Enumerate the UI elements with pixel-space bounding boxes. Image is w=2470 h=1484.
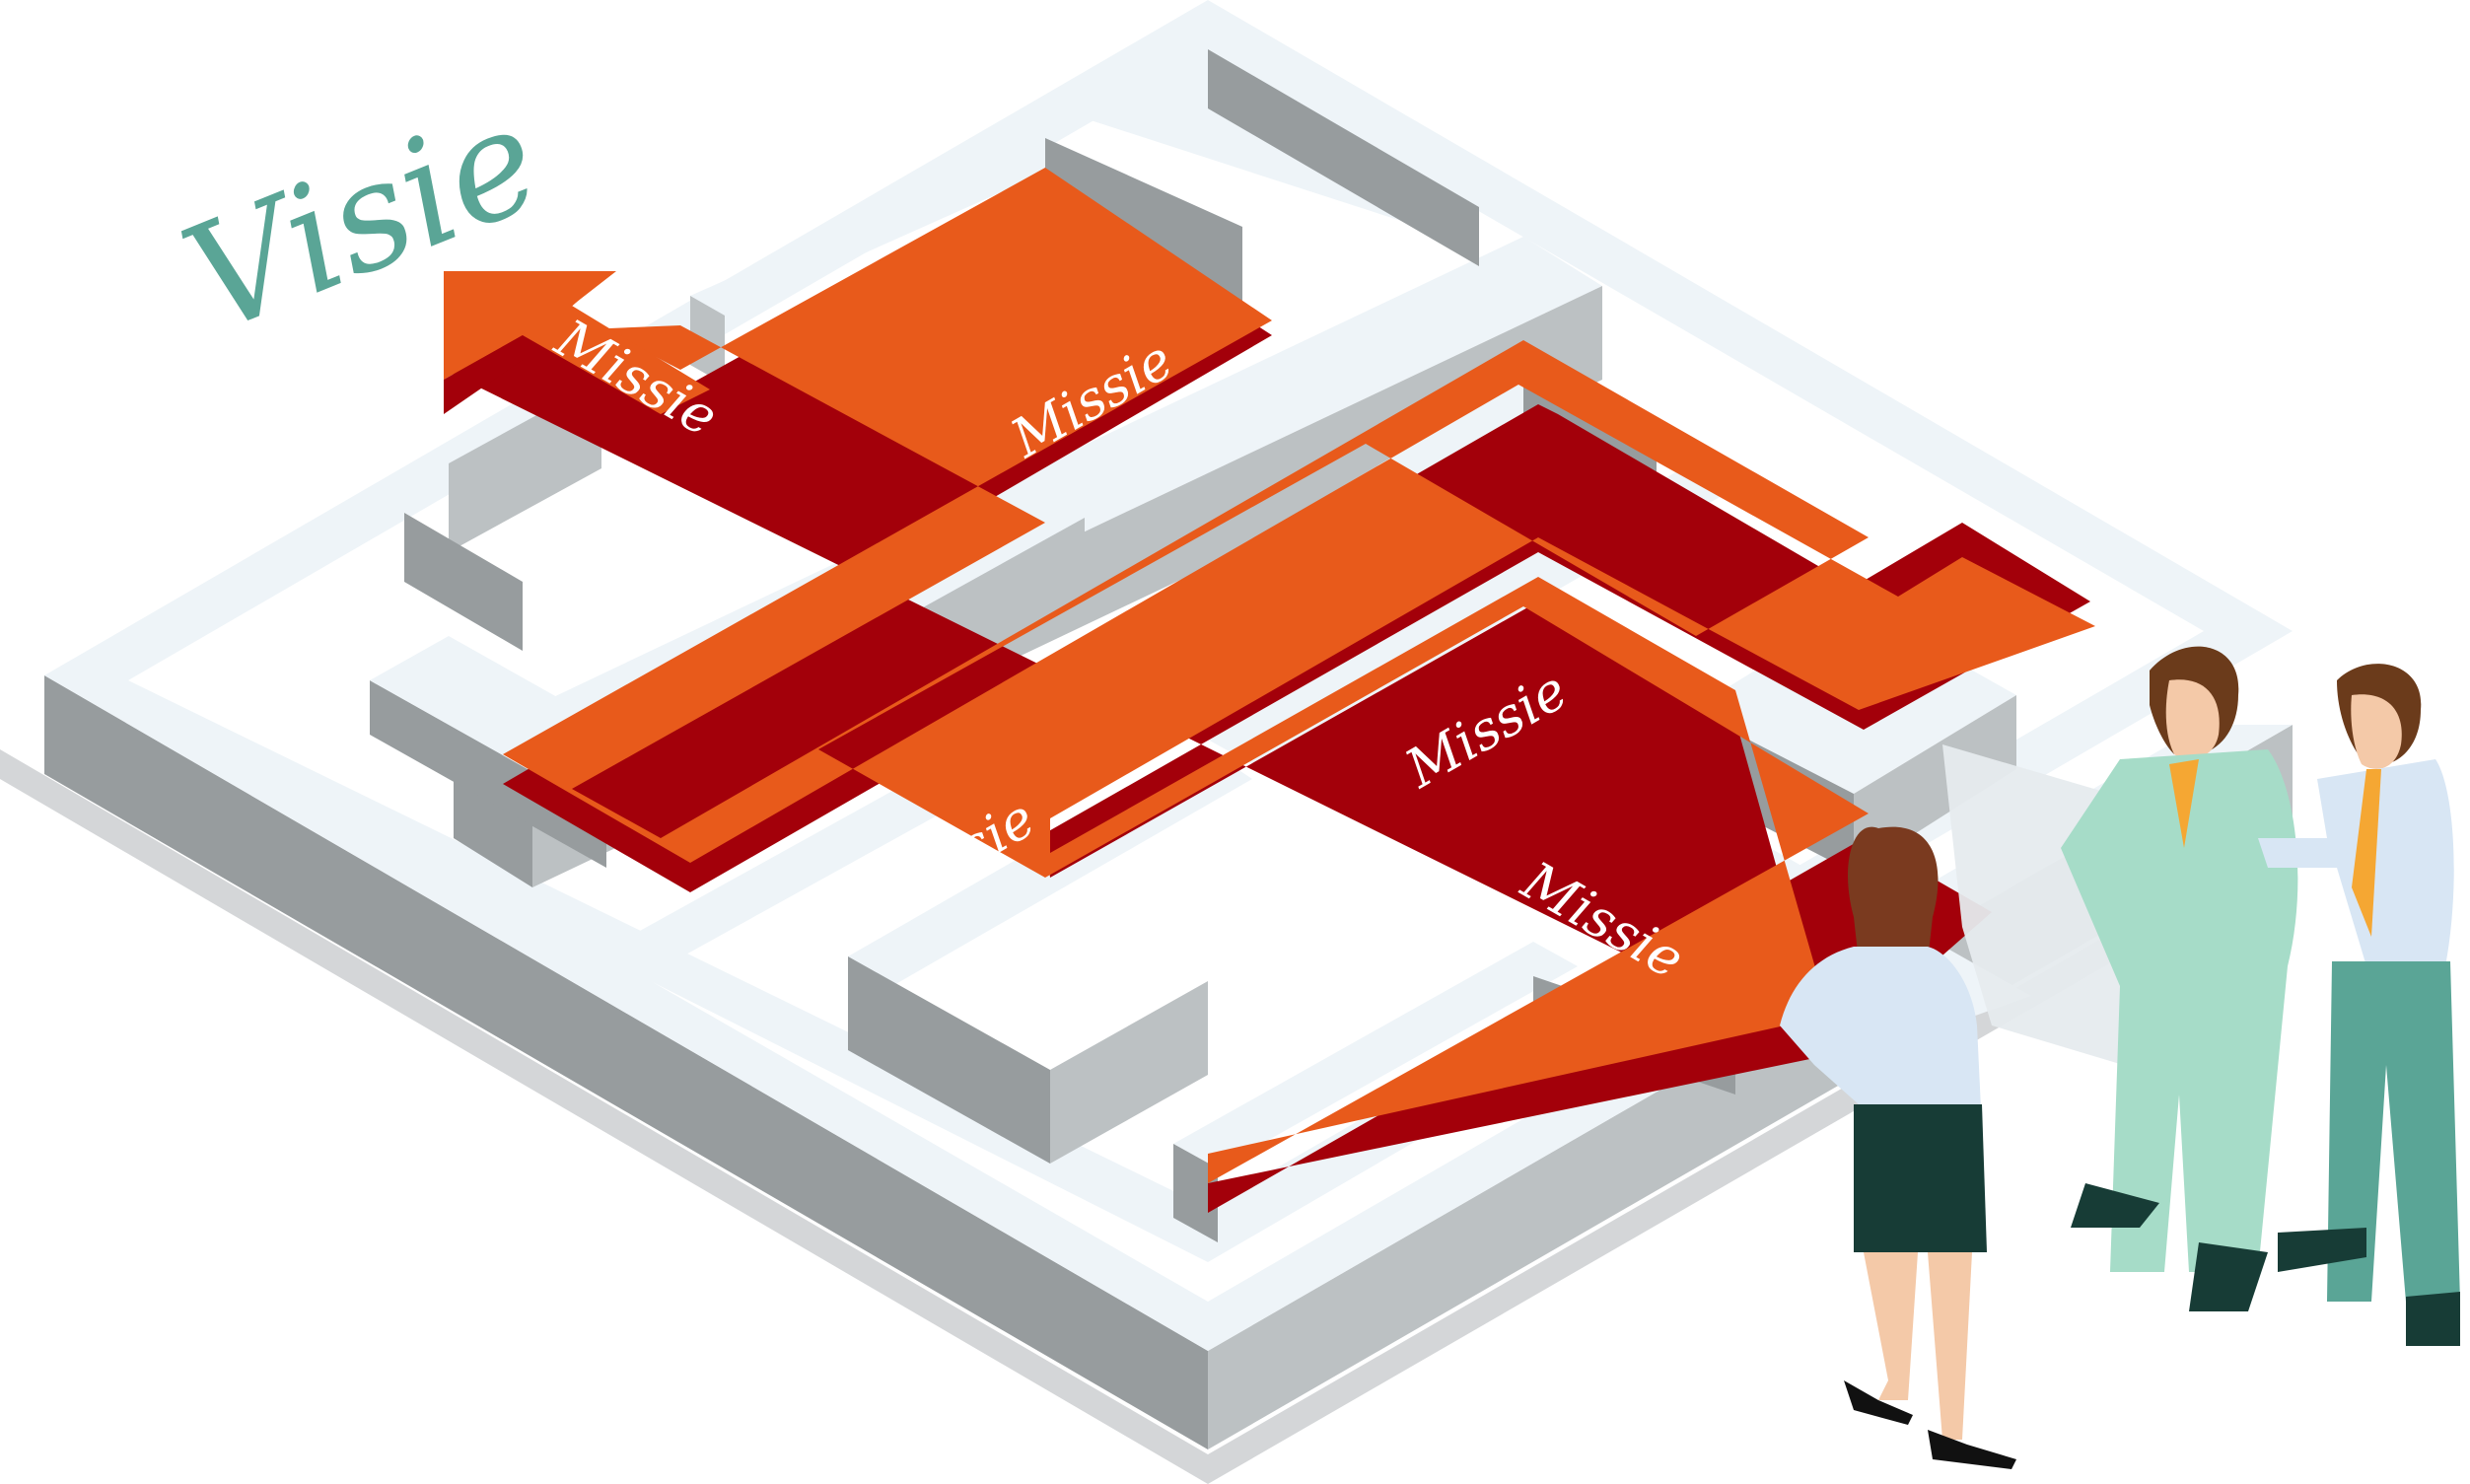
maze-floor-shadow [0,749,2293,1484]
people [1780,646,2460,1469]
man-holding-map [2061,646,2298,1311]
maze-outer-side-left [44,675,1208,1449]
woman-figure [1780,826,2016,1469]
maze-path [444,168,2095,1213]
arrow-shadow [444,335,523,414]
maze-path-route [444,168,2095,1183]
arrow-up-left-icon [444,271,710,414]
man-pointing [2258,664,2460,1346]
maze-outer-rim [44,675,1208,1351]
